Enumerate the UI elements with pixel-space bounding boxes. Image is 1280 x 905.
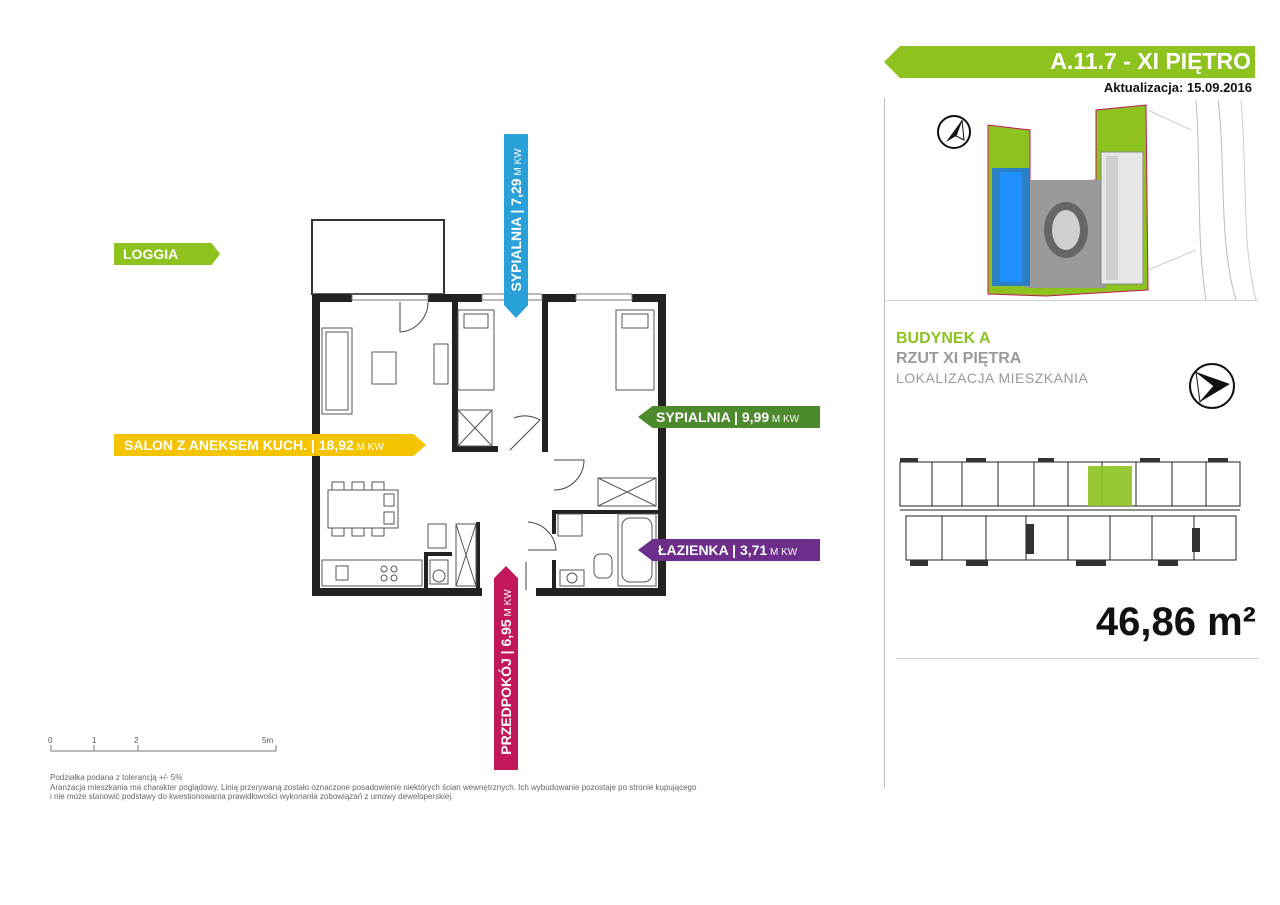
salon-unit: M KW (353, 442, 384, 453)
divider-top (886, 300, 1258, 301)
lazienka-name: ŁAZIENKA (658, 542, 729, 558)
sypialnia1-unit: M KW (513, 148, 524, 179)
update-date: Aktualizacja: 15.09.2016 (1103, 80, 1252, 95)
sypialnia2-area: 9,99 (741, 409, 770, 425)
lazienka-area: 3,71 (739, 542, 768, 558)
compass-icon (1189, 363, 1235, 409)
salon-sep: | (307, 437, 319, 453)
salon-area: 18,92 (318, 437, 354, 453)
sypialnia2-unit: M KW (769, 414, 800, 425)
sypialnia2-sep: | (730, 409, 742, 425)
building-floor-plan (899, 458, 1241, 566)
label-loggia: LOGGIA (114, 243, 220, 265)
sypialnia1-name: SYPIALNIA (508, 217, 524, 292)
label-przedpokoj: PRZEDPOKÓJ | 6,95 M KW (494, 566, 518, 770)
scale-tick-1: 1 (92, 736, 97, 745)
scale-tick-5: 5m (262, 736, 274, 745)
label-sypialnia-1: SYPIALNIA | 7,29 M KW (504, 134, 528, 318)
header-banner-shape (884, 46, 1255, 78)
disclaimer-line-3: i nie może stanowić podstawy do kwestion… (50, 792, 454, 801)
loggia-name: LOGGIA (123, 246, 179, 262)
label-salon: SALON Z ANEKSEM KUCH. | 18,92 M KW (114, 434, 426, 456)
sypialnia2-name: SYPIALNIA (656, 409, 731, 425)
disclaimer-line-1: Podziałka podana z tolerancją +/- 5% (50, 773, 183, 782)
apartment-header: A.11.7 - XI PIĘTRO (884, 46, 1255, 78)
lazienka-unit: M KW (767, 547, 798, 558)
disclaimer: Podziałka podana z tolerancją +/- 5% Ara… (50, 773, 810, 802)
label-sypialnia-2: SYPIALNIA | 9,99 M KW (638, 406, 820, 428)
salon-name: SALON Z ANEKSEM KUCH. (124, 437, 308, 453)
divider-bottom (896, 658, 1258, 659)
przedpokoj-sep: | (498, 646, 514, 659)
apartment-floor-plan (311, 219, 666, 596)
apartment-code: A.11.7 - XI PIĘTRO (1050, 48, 1251, 74)
sypialnia1-sep: | (508, 205, 524, 218)
site-plan (937, 100, 1257, 300)
lazienka-sep: | (728, 542, 740, 558)
scale-bar (50, 745, 277, 752)
building-name: BUDYNEK A (896, 330, 991, 347)
label-lazienka: ŁAZIENKA | 3,71 M KW (638, 539, 820, 561)
location-title: LOKALIZACJA MIESZKANIA (896, 370, 1089, 386)
disclaimer-line-2: Aranżacja mieszkania ma charakter pogląd… (50, 782, 697, 792)
sypialnia1-area: 7,29 (508, 178, 524, 206)
divider-vertical (884, 98, 885, 788)
scale-tick-2: 2 (134, 736, 139, 745)
przedpokoj-unit: M KW (503, 589, 514, 620)
north-arrow-icon (937, 115, 971, 149)
floor-plan-title: RZUT XI PIĘTRA (896, 350, 1022, 367)
przedpokoj-name: PRZEDPOKÓJ (498, 658, 514, 755)
scale-tick-0: 0 (48, 736, 53, 745)
total-area: 46,86 m² (1095, 600, 1256, 644)
przedpokoj-area: 6,95 (498, 619, 514, 647)
